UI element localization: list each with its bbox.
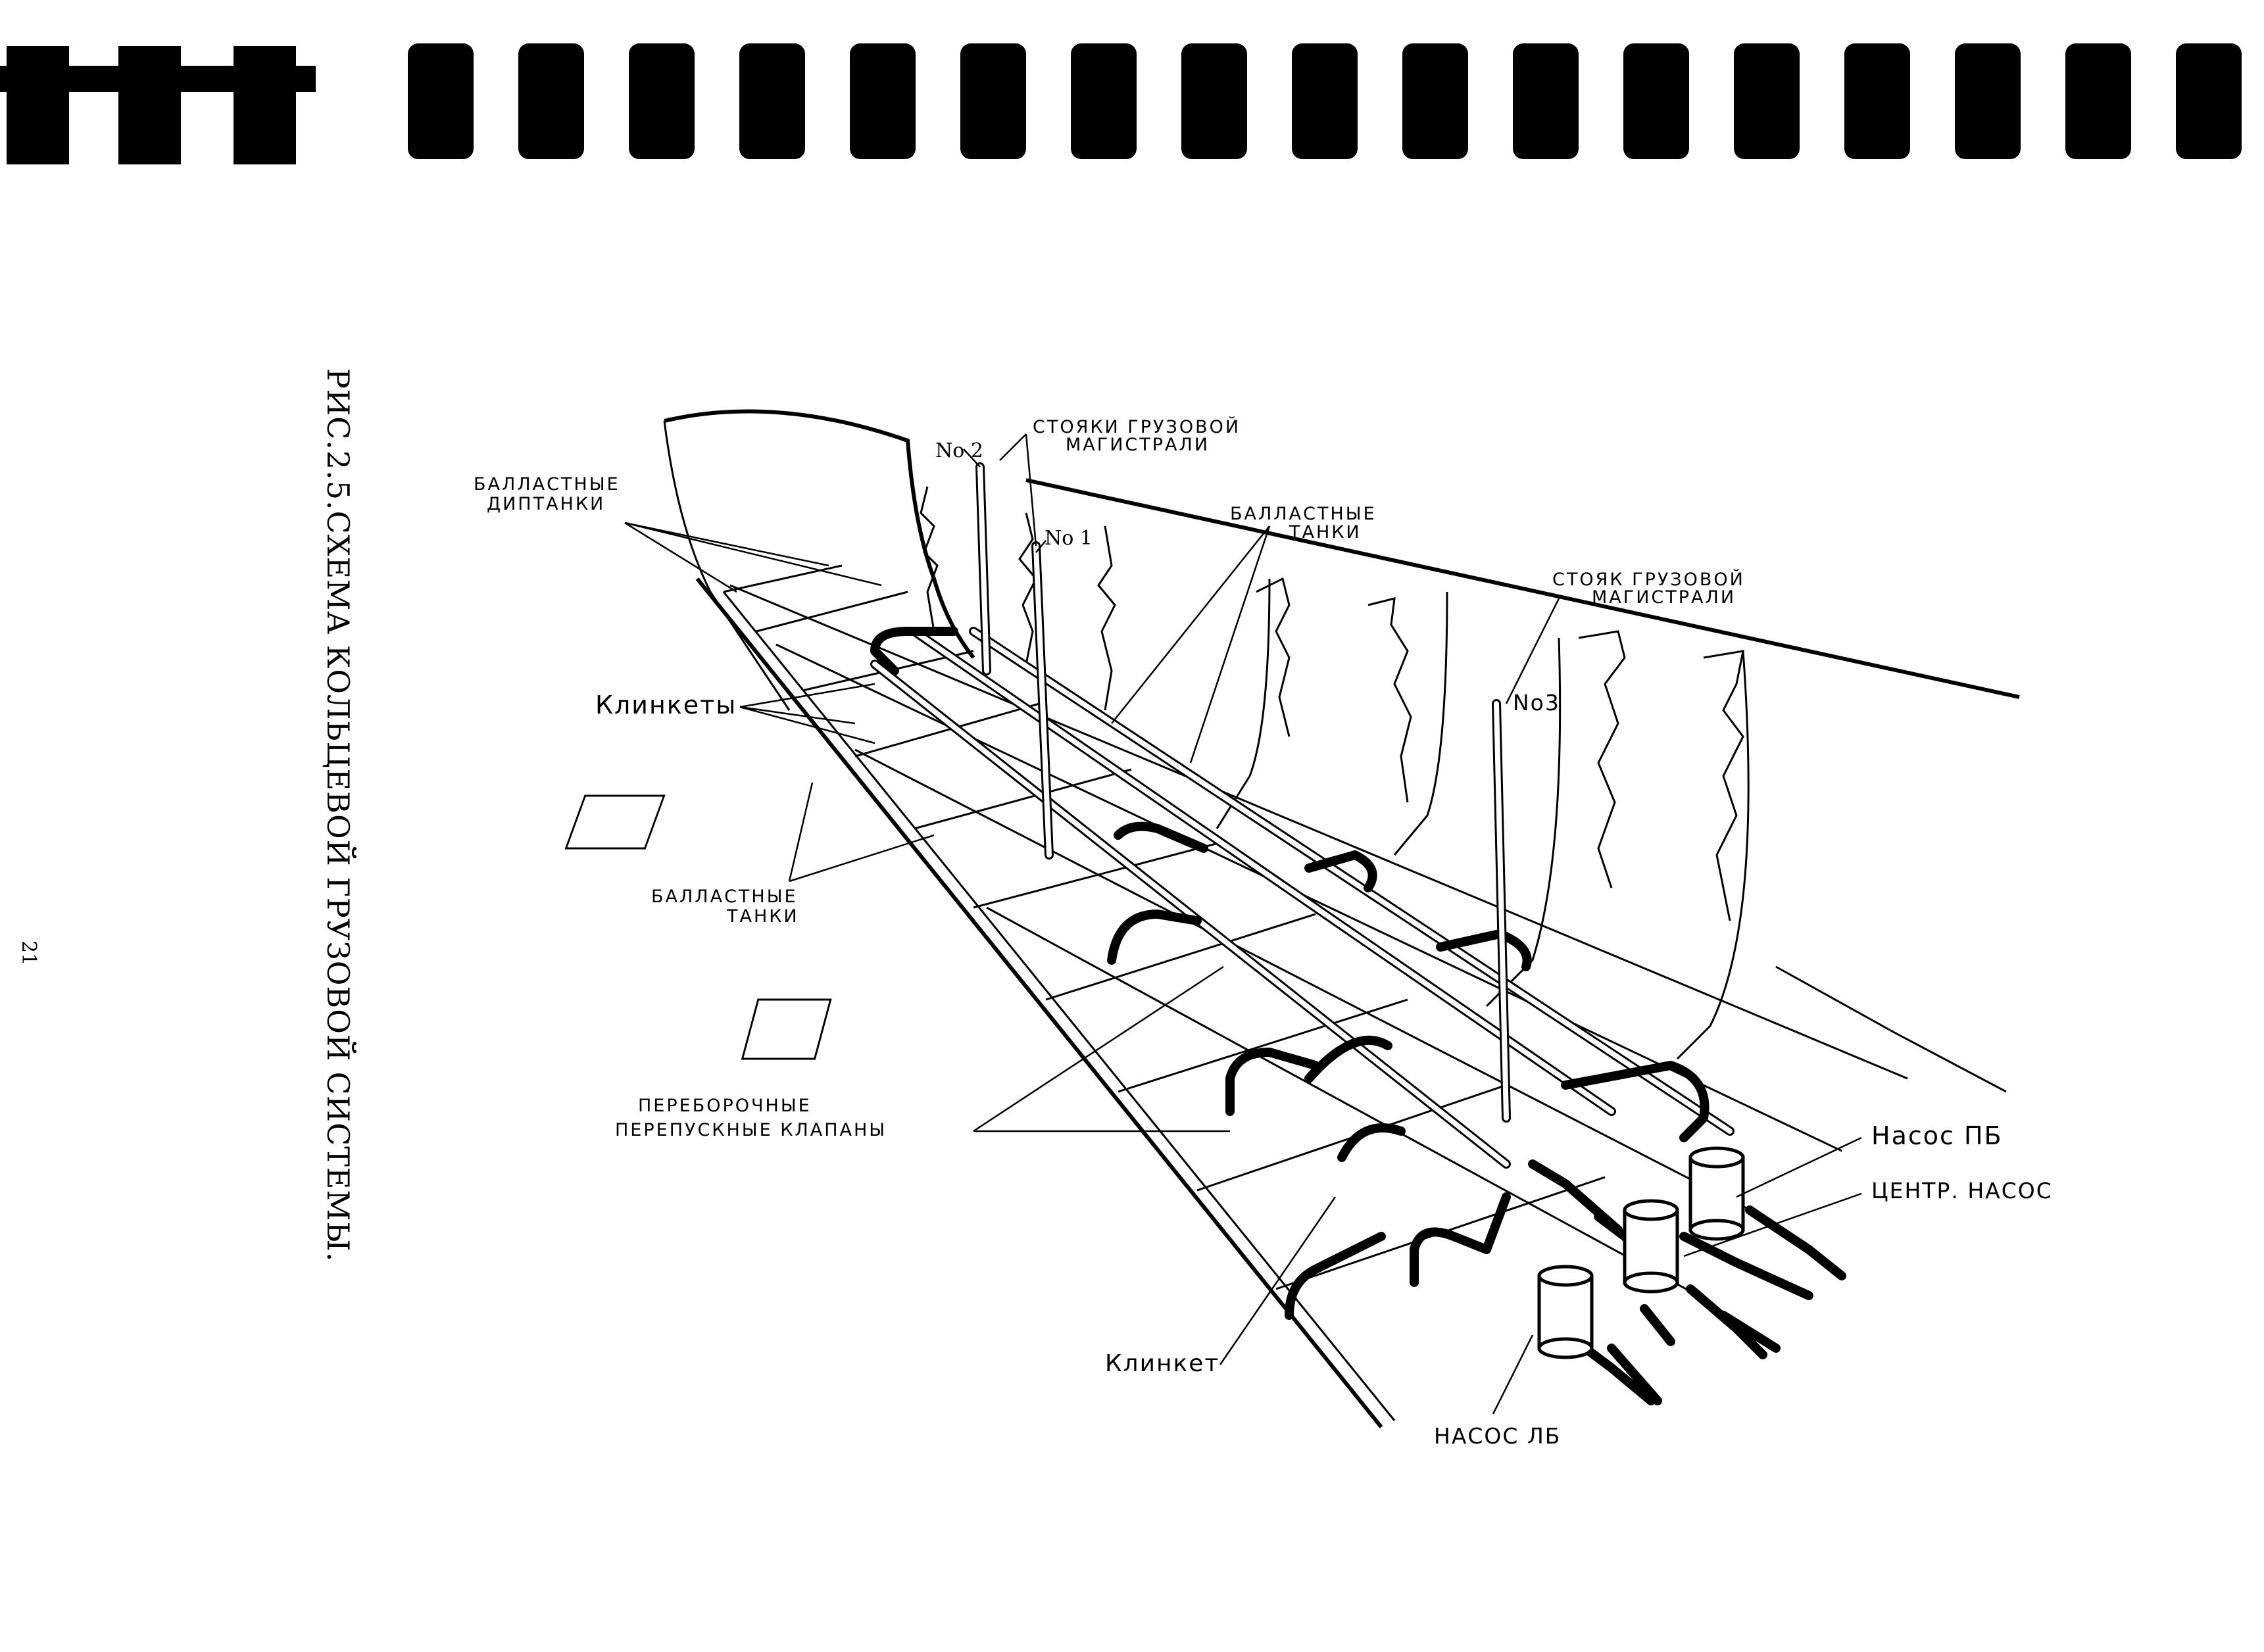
film-sprocket-hole (739, 43, 805, 159)
pump-center (1623, 1199, 1679, 1294)
film-sprocket-hole (1623, 43, 1689, 159)
film-sprocket-hole (850, 43, 916, 159)
label-riser-no3: No3 (1513, 690, 1560, 716)
film-sprocket-hole (1181, 43, 1247, 159)
film-sprocket-hole (1292, 43, 1358, 159)
film-strip-border (0, 41, 2264, 166)
label-pump-center: ЦЕНТР. НАСОС (1871, 1178, 2053, 1203)
pumps (1537, 1146, 1745, 1359)
cargo-risers (975, 462, 1511, 1123)
label-riser-no2: No 2 (935, 439, 983, 462)
film-sprocket-hole (1402, 43, 1468, 159)
diagram-labels: No 2 No 1 No3 СТОЯКИ ГРУЗОВОЙ МАГИСТРАЛИ… (474, 416, 2053, 1449)
film-sprocket-hole (1071, 43, 1137, 159)
label-ballast-tanks-left-2: ТАНКИ (726, 906, 799, 927)
label-ballast-tanks-top-2: ТАНКИ (1289, 522, 1362, 543)
label-pump-lb: НАСОС ЛБ (1434, 1423, 1561, 1449)
cargo-pipeline-ring (870, 627, 1846, 1405)
label-ballast-deeptanks-2: ДИПТАНКИ (487, 494, 605, 514)
label-clinket: Клинкет (1105, 1350, 1219, 1377)
label-riser-no1: No 1 (1045, 527, 1093, 550)
film-sprocket-hole (1734, 43, 1800, 159)
film-sprocket-hole (2065, 43, 2131, 159)
label-cargo-risers-2: МАГИСТРАЛИ (1066, 435, 1210, 455)
page-number: 21 (17, 940, 40, 965)
pump-port (1537, 1265, 1594, 1359)
label-cargo-risers-1: СТОЯКИ ГРУЗОВОЙ (1033, 416, 1241, 437)
film-sprocket-hole (960, 43, 1026, 159)
film-sprocket-hole (1844, 43, 1910, 159)
label-pump-pb: Насос ПБ (1871, 1121, 2003, 1150)
label-bypass-valves-1: ПЕРЕБОРОЧНЫЕ (638, 1096, 812, 1116)
label-clinkets: Клинкеты (595, 691, 737, 719)
label-cargo-riser-2: МАГИСТРАЛИ (1592, 587, 1736, 608)
film-sprocket-hole (2176, 43, 2242, 159)
label-bypass-valves-2: ПЕРЕПУСКНЫЕ КЛАПАНЫ (615, 1120, 887, 1140)
film-sprocket-hole (1955, 43, 2021, 159)
label-ballast-tanks-top-1: БАЛЛАСТНЫЕ (1230, 504, 1377, 524)
film-sprocket-hole (518, 43, 584, 159)
film-sprocket-hole (408, 43, 474, 159)
figure-caption: РИС.2.5.СХЕМА КОЛЬЦЕВОЙ ГРУЗОВОЙ СИСТЕМЫ… (320, 368, 357, 1262)
film-sprocket-hole (629, 43, 695, 159)
label-cargo-riser-1: СТОЯК ГРУЗОВОЙ (1552, 569, 1745, 590)
label-leaders (624, 433, 1862, 1415)
pump-starboard (1688, 1146, 1745, 1241)
film-sprocket-hole (1513, 43, 1579, 159)
label-ballast-tanks-left-1: БАЛЛАСТНЫЕ (651, 887, 798, 907)
label-ballast-deeptanks-1: БАЛЛАСТНЫЕ (474, 474, 620, 495)
